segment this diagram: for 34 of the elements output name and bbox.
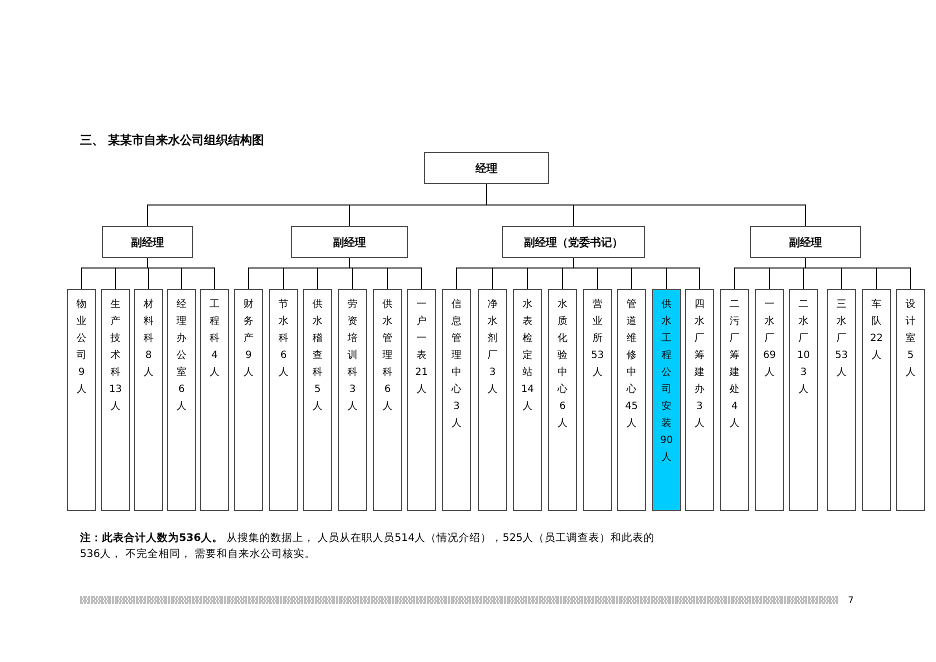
- department-box: 一水厂69人: [755, 289, 784, 511]
- department-box: 设计室5人: [896, 289, 925, 511]
- department-box: 净水剂厂3人: [478, 289, 507, 511]
- department-box: 二污厂筹建处4人: [720, 289, 749, 511]
- department-box: 供水稽查科5人: [303, 289, 332, 511]
- manager-box: 副经理: [291, 226, 408, 258]
- department-box: 供水管理科6人: [373, 289, 402, 511]
- department-box: 营业所53人: [583, 289, 612, 511]
- manager-box: 副经理（党委书记）: [502, 226, 645, 258]
- page-number: 7: [848, 596, 854, 606]
- department-box: 劳资培训科3人: [338, 289, 367, 511]
- department-box: 工程科4人: [200, 289, 229, 511]
- department-box: 管道维修中心45人: [617, 289, 646, 511]
- department-box: 经理办公室6人: [167, 289, 196, 511]
- department-box: 材料科8人: [134, 289, 163, 511]
- department-box: 生产技术科13人: [101, 289, 130, 511]
- manager-box: 副经理: [750, 226, 861, 258]
- department-box: 车队22人: [862, 289, 891, 511]
- diagram-title: 三、 某某市自来水公司组织结构图: [80, 132, 264, 149]
- note-text: 注：此表合计人数为536人。 从搜集的数据上， 人员从在职人员514人（情况介绍），525人（员工调查表）和此表的536人， 不完全相同， 需要和自来水公司核实。: [80, 530, 656, 562]
- connector-line: [573, 258, 700, 290]
- department-box: 二水厂103人: [789, 289, 818, 511]
- department-box: 供水工程公司安装90人: [652, 289, 681, 511]
- department-box: 四水厂筹建办3人: [685, 289, 714, 511]
- department-box: 物业公司9人: [67, 289, 96, 511]
- department-box: 一户一表21人: [407, 289, 436, 511]
- department-box: 三水厂53人: [827, 289, 856, 511]
- department-box: 水质化验中心6人: [548, 289, 577, 511]
- department-box: 水表检定站14人: [513, 289, 542, 511]
- department-box: 节水科6人: [269, 289, 298, 511]
- manager-box: 副经理: [102, 226, 193, 258]
- manager-box: 经理: [424, 152, 549, 184]
- department-box: 财务产9人: [234, 289, 263, 511]
- department-box: 信息管理中心3人: [442, 289, 471, 511]
